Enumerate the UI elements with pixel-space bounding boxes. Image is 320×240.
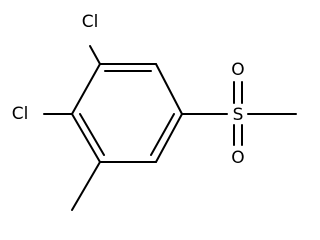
ring-bond-c6-c1 <box>71 63 101 115</box>
atom-label-oxygen-bottom: O <box>231 148 244 168</box>
ring-bond-c5-c6-inner <box>79 113 105 156</box>
atom-label-oxygen-top: O <box>231 60 244 80</box>
ring-bond-c3-c4 <box>155 113 183 163</box>
bond-c1-cl-top <box>89 45 101 65</box>
chemical-structure-diagram: Cl Cl S O O <box>12 12 297 211</box>
benzene-ring <box>71 63 183 163</box>
atom-label-sulfur: S <box>233 105 244 125</box>
bond-c5-methyl <box>71 161 101 211</box>
atom-label-cl-left: Cl <box>12 104 29 124</box>
ring-bond-c5-c6 <box>71 113 101 163</box>
ring-bond-c2-c3 <box>155 63 183 115</box>
atom-label-cl-top: Cl <box>82 12 99 32</box>
ring-bond-c3-c4-inner <box>150 113 175 156</box>
